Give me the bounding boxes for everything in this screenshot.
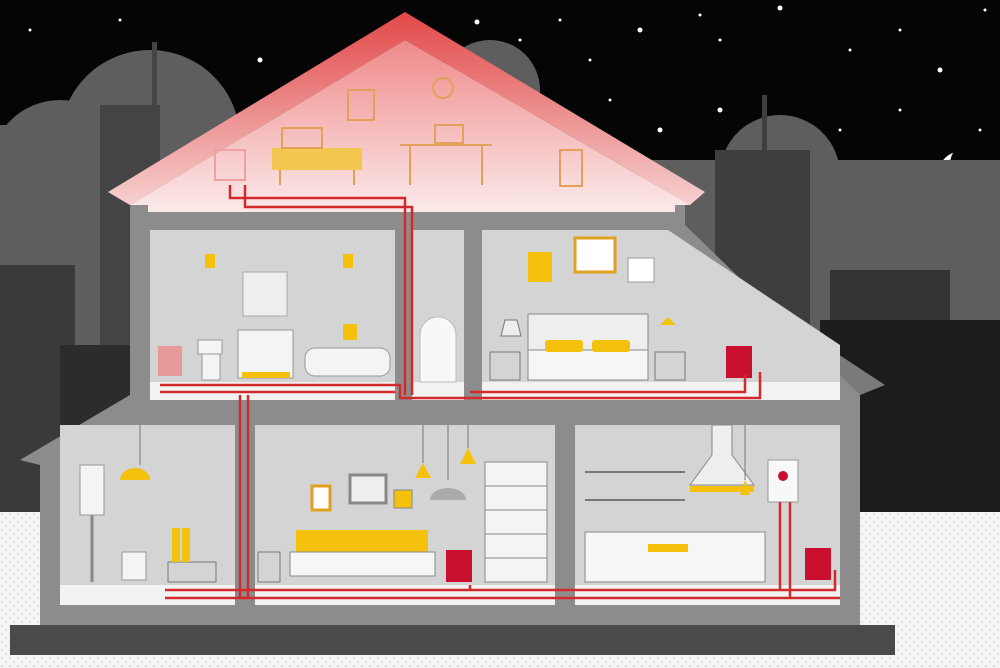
bookshelf: [484, 461, 548, 583]
stars: [28, 5, 987, 192]
star-icon: [698, 13, 702, 17]
star-icon: [838, 128, 842, 132]
star-icon: [898, 28, 902, 32]
range-hood: [689, 424, 755, 486]
attic: [130, 40, 690, 212]
lamp-icon: [120, 468, 150, 480]
star-icon: [983, 8, 987, 12]
star-icon: [898, 108, 902, 112]
clock-icon: [432, 77, 454, 99]
star-icon: [777, 5, 783, 11]
lamp-icon: [415, 463, 431, 478]
lamp-icon: [660, 317, 676, 325]
star-icon: [937, 67, 943, 73]
radiator-icon: [726, 346, 752, 378]
bathroom-fixtures: [158, 254, 391, 381]
attic-furniture: [214, 77, 583, 187]
sofa-icon: [289, 530, 436, 577]
star-icon: [978, 128, 982, 132]
star-icon: [657, 127, 663, 133]
star-icon: [518, 38, 522, 42]
star-icon: [637, 27, 643, 33]
radiator-icon: [805, 548, 831, 580]
lamp-icon: [500, 319, 522, 337]
kitchen-furniture: [584, 424, 831, 583]
star-icon: [608, 98, 612, 102]
radiator-icon: [158, 346, 182, 376]
living-room-furniture: [257, 425, 548, 583]
star-icon: [717, 107, 723, 113]
radiator-icon: [446, 550, 472, 582]
lamp-icon: [430, 488, 466, 500]
water-tank: [419, 316, 457, 383]
star-icon: [257, 57, 263, 63]
foundation: [10, 625, 895, 655]
toilet-icon: [197, 339, 223, 381]
lamp-icon: [740, 480, 750, 495]
wall-lamp: [205, 254, 215, 268]
bedroom-furniture: [489, 236, 752, 381]
star-icon: [848, 48, 852, 52]
wall-lamp: [343, 254, 353, 268]
lamp-icon: [460, 448, 476, 464]
star-icon: [588, 58, 592, 62]
star-icon: [28, 28, 32, 32]
vanity: [237, 329, 294, 379]
star-icon: [558, 18, 562, 22]
mirror: [242, 271, 288, 317]
entry-furniture: [79, 425, 217, 583]
star-icon: [118, 18, 122, 22]
bathtub-icon: [304, 347, 391, 377]
star-icon: [718, 38, 722, 42]
boiler-icon: [767, 459, 799, 503]
bed-icon: [527, 313, 649, 381]
star-icon: [474, 19, 480, 25]
heating-pipes: [160, 185, 840, 600]
